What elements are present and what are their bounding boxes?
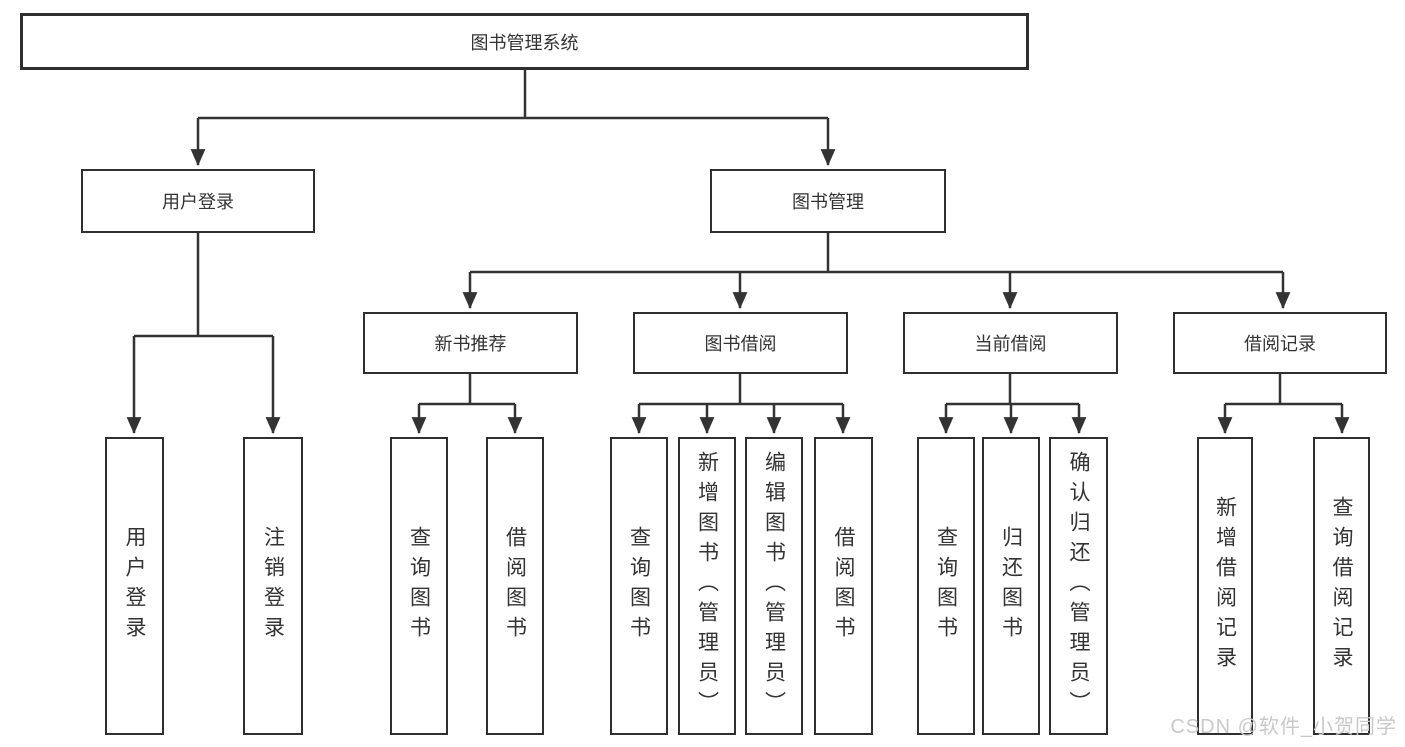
node-label: 借阅记录	[1244, 334, 1316, 354]
leaf-query-books-current: 查询图书	[917, 437, 975, 735]
leaf-edit-book-admin: 编辑图书（管理员）	[745, 437, 803, 735]
tree-branch-lines	[134, 70, 1342, 406]
node-label: 归还图书	[999, 526, 1023, 646]
leaf-confirm-return-admin: 确认归还（管理员）	[1049, 437, 1108, 735]
node-label: 确认归还（管理员）	[1067, 451, 1090, 721]
node-label: 用户登录	[123, 526, 146, 646]
node-label: 查询图书	[934, 526, 958, 646]
node-label: 用户登录	[162, 192, 234, 212]
leaf-borrow-books-borrowing: 借阅图书	[814, 437, 873, 735]
node-borrowing-records: 借阅记录	[1173, 312, 1387, 374]
leaf-return-book: 归还图书	[982, 437, 1040, 735]
leaf-borrow-books-recommend: 借阅图书	[486, 437, 544, 735]
node-label: 借阅图书	[503, 526, 527, 646]
node-library-management-system: 图书管理系统	[20, 13, 1029, 70]
node-label: 当前借阅	[974, 334, 1047, 354]
leaf-query-books-recommend: 查询图书	[390, 437, 448, 735]
leaf-user-login: 用户登录	[105, 437, 164, 735]
node-book-borrowing: 图书借阅	[633, 312, 848, 374]
node-book-management: 图书管理	[710, 169, 946, 233]
node-label: 图书借阅	[704, 334, 777, 354]
node-label: 查询借阅记录	[1330, 496, 1353, 676]
node-label: 新书推荐	[434, 334, 507, 354]
node-label: 注销登录	[261, 526, 285, 646]
node-user-login: 用户登录	[81, 169, 315, 233]
leaf-query-books-borrowing: 查询图书	[610, 437, 668, 735]
node-label: 查询图书	[627, 526, 651, 646]
node-label: 查询图书	[407, 526, 431, 646]
leaf-query-borrow-record: 查询借阅记录	[1313, 437, 1370, 735]
leaf-add-borrow-record: 新增借阅记录	[1197, 437, 1253, 735]
node-label: 编辑图书（管理员）	[762, 451, 786, 721]
node-label: 新增借阅记录	[1213, 496, 1237, 676]
leaf-add-book-admin: 新增图书（管理员）	[678, 437, 736, 735]
leaf-logout: 注销登录	[243, 437, 303, 735]
node-label: 借阅图书	[832, 526, 855, 646]
node-label: 图书管理	[792, 192, 864, 212]
arrow-connectors	[126, 118, 1350, 435]
node-current-borrowing: 当前借阅	[903, 312, 1118, 374]
node-label: 图书管理系统	[470, 32, 579, 53]
csdn-watermark: CSDN @软件_小贺同学	[1170, 716, 1397, 738]
node-label: 新增图书（管理员）	[695, 451, 719, 721]
node-new-book-recommend: 新书推荐	[363, 312, 578, 374]
